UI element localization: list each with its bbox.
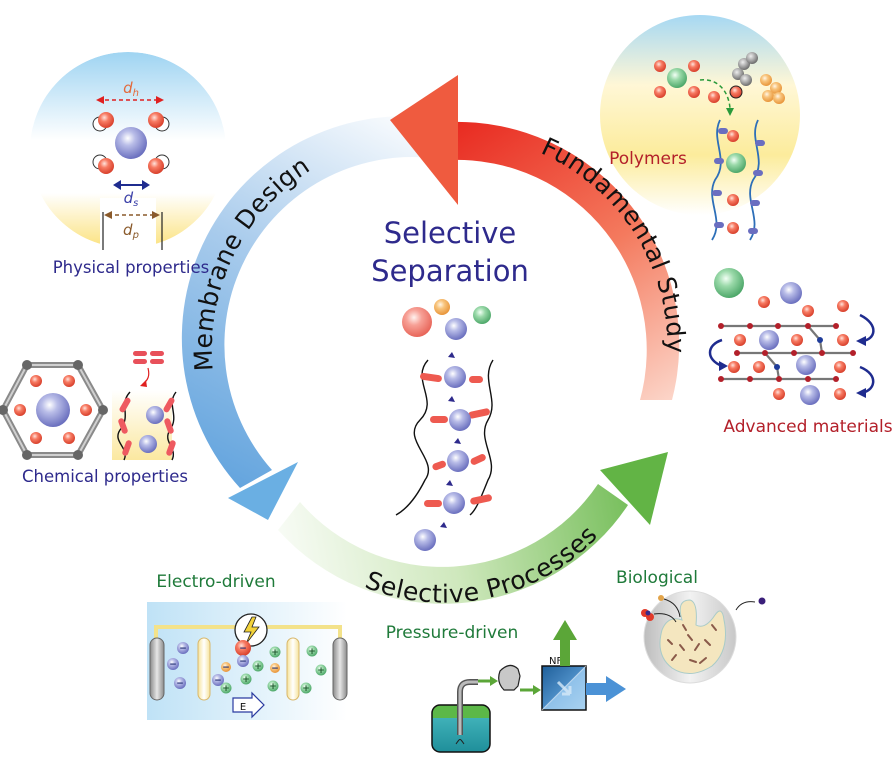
cycle-arc-fundamental-study [390, 75, 680, 400]
svg-text:+: + [302, 684, 310, 694]
water-molecules [92, 112, 170, 174]
center-title-line1: Selective [384, 216, 517, 250]
svg-text:−: − [239, 644, 247, 654]
orange-molecule [760, 74, 785, 104]
anions [167, 640, 280, 689]
svg-text:−: − [176, 679, 184, 689]
panel-polymers: Polymers [600, 15, 800, 241]
svg-text:−: − [179, 644, 187, 654]
svg-text:+: + [308, 647, 316, 657]
ion-green [473, 306, 491, 324]
label-physical-properties: Physical properties [53, 258, 210, 277]
label-advanced-materials: Advanced materials [723, 417, 892, 437]
arrow-head-red [390, 75, 458, 205]
label-biological: Biological [616, 568, 698, 588]
center-title-line2: Separation [371, 254, 529, 288]
hydrated-ion-cluster [654, 60, 720, 103]
ion-orange [434, 299, 450, 315]
retentate-arrow-icon [606, 676, 626, 702]
panel-pressure-driven: Pressure-driven NF [386, 620, 626, 753]
field-arrow-icon [232, 691, 265, 719]
center-title: Selective Separation [371, 216, 529, 288]
central-ion [115, 127, 147, 159]
panel-physical-properties: dh ds dp Physical properties [30, 52, 226, 277]
label-chemical-properties: Chemical properties [22, 467, 188, 486]
ion-blue [445, 318, 467, 340]
panel-electro-driven: Electro-driven −−− −−−−− [147, 572, 348, 720]
flow-arrows [440, 352, 461, 528]
center-channel-illustration [395, 299, 494, 551]
svg-text:−: − [214, 676, 222, 686]
svg-text:+: + [317, 666, 325, 676]
panel-advanced-materials: Advanced materials [708, 268, 892, 437]
ds-symbol: ds [124, 189, 139, 209]
svg-text:−: − [239, 657, 247, 667]
svg-text:+: + [269, 682, 277, 692]
panel-chemical-properties: Chemical properties [0, 351, 188, 486]
label-pressure-driven: Pressure-driven [386, 623, 519, 643]
svg-text:+: + [271, 648, 279, 658]
label-polymers: Polymers [609, 149, 687, 169]
pump-icon [498, 664, 521, 691]
organic-molecule [729, 52, 758, 99]
channel-wall-left [395, 359, 430, 516]
dp-symbol: dp [123, 221, 139, 241]
cations [220, 645, 327, 694]
svg-text:−: − [222, 663, 230, 673]
ion-red [402, 307, 432, 337]
electrode-left [149, 637, 165, 701]
cycle-arc-membrane-design [181, 116, 432, 520]
permeate-arrow-icon [553, 620, 577, 640]
svg-text:+: + [242, 675, 250, 685]
ligand-bars [133, 351, 164, 364]
channel-wall-right [469, 359, 494, 516]
label-electro-driven: Electro-driven [156, 572, 275, 592]
svg-text:−: − [271, 664, 279, 674]
membrane-anion [197, 637, 211, 701]
field-label: E [240, 702, 246, 713]
electrode-right [332, 637, 348, 701]
svg-text:+: + [254, 662, 262, 672]
arrow-head-green [600, 452, 668, 525]
cycle-arc-selective-processes [278, 452, 668, 604]
panel-biological: Biological [616, 568, 766, 684]
binding-sites [420, 372, 492, 507]
dh-symbol: dh [123, 79, 139, 99]
svg-text:−: − [169, 660, 177, 670]
nf-label: NF [549, 656, 562, 667]
membrane-cation [286, 637, 300, 701]
svg-text:+: + [222, 684, 230, 694]
